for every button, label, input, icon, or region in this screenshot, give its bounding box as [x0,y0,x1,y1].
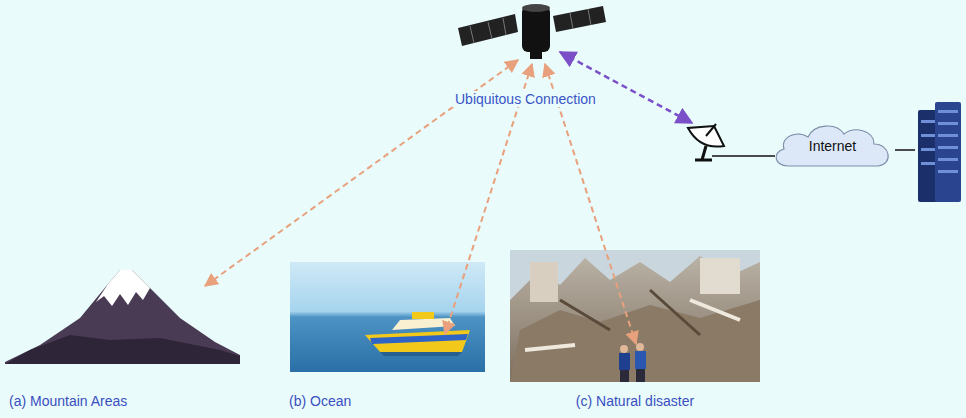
link-line [205,60,636,344]
scene-panel: (a) Mountain Areas [5,255,245,410]
node-label: Internet [809,138,856,154]
satellite-icon [458,4,606,59]
scene-panel: (c) Natural disaster [510,245,760,410]
ground-link [560,52,692,123]
disaster-picture [510,250,760,382]
caption: (a) Mountain Areas [9,392,127,410]
caption: (b) Ocean [289,392,351,410]
cloud-node: Internet [770,120,895,172]
caption: (c) Natural disaster [576,392,694,410]
scene-panel: (b) Ocean [285,255,490,410]
server-icon [918,102,961,202]
dish-antenna [688,124,724,160]
wire [895,149,915,151]
mountain-picture [5,270,240,364]
wire [712,155,775,157]
connection-label: Ubiquitous Connection [452,91,599,107]
ocean-picture [290,262,485,372]
